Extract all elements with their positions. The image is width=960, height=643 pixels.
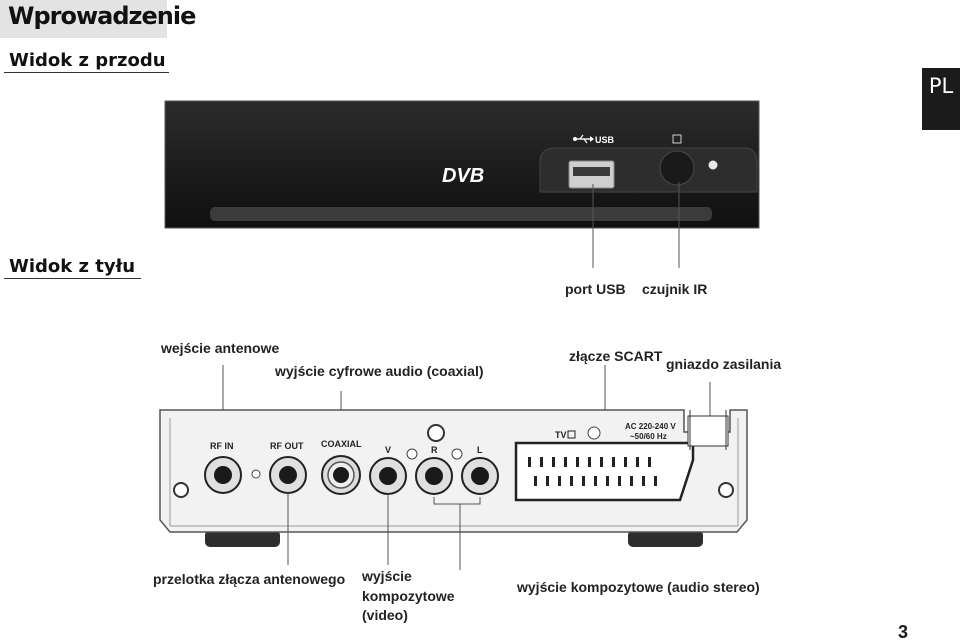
- scart-connector: [514, 441, 695, 502]
- composite-video-label-line2: kompozytowe: [362, 588, 455, 604]
- page-number: 3: [898, 622, 909, 642]
- right-foot: [628, 530, 703, 547]
- scart-pins-bottom: [534, 476, 657, 486]
- rear-panel: [159, 409, 748, 533]
- antenna-input-label: wejście antenowe: [161, 340, 280, 356]
- front-view-diagram: DVB USB: [164, 100, 760, 268]
- dvb-logo: DVB: [442, 165, 484, 187]
- front-bottom-strip: [210, 207, 712, 221]
- l-text: L: [477, 445, 483, 455]
- front-view-heading: Widok z przodu: [9, 50, 166, 71]
- indicator-hole-scart: [587, 426, 601, 440]
- ir-sensor-label: czujnik IR: [642, 281, 708, 297]
- usb-port-label: port USB: [565, 281, 626, 297]
- power-rating-line1: AC 220-240 V: [625, 422, 676, 431]
- left-screw-hole: [173, 482, 189, 498]
- digital-audio-label: wyjście cyfrowe audio (coaxial): [275, 363, 484, 379]
- audio-bracket: [433, 497, 481, 505]
- tv-box-symbol: [567, 430, 576, 439]
- ir-sensor-window: [659, 150, 695, 186]
- scart-label: złącze SCART: [569, 348, 663, 364]
- front-view-underline: [4, 72, 169, 73]
- rf-in-text: RF IN: [210, 441, 234, 451]
- title-background: [0, 0, 167, 38]
- antenna-passthrough-label: przelotka złącza antenowego: [153, 571, 346, 587]
- v-text: V: [385, 445, 391, 455]
- rf-out-text: RF OUT: [270, 441, 304, 451]
- power-rating-line2: ~50/60 Hz: [630, 432, 667, 441]
- indicator-hole-v: [406, 448, 418, 460]
- tv-text: TV: [555, 430, 567, 440]
- indicator-hole-r: [451, 448, 463, 460]
- power-led: [708, 160, 718, 170]
- rear-view-diagram: RF IN RF OUT COAXIAL V R L TV AC 220-240…: [159, 365, 748, 570]
- composite-video-label-line1: wyjście: [362, 568, 412, 584]
- power-cable: [689, 410, 727, 450]
- usb-port-slot: [573, 167, 610, 176]
- video-rca-connector: [369, 457, 407, 495]
- usb-icon: [573, 134, 594, 144]
- r-text: R: [431, 445, 438, 455]
- left-foot: [205, 530, 280, 547]
- scart-pins-top: [528, 457, 651, 467]
- coaxial-text: COAXIAL: [321, 439, 362, 449]
- coaxial-connector: [321, 455, 361, 495]
- rear-view-underline: [4, 278, 141, 279]
- top-screw-hole: [427, 424, 445, 442]
- ir-indicator-square: [672, 134, 682, 144]
- rf-out-connector: [269, 456, 307, 494]
- power-socket-label: gniazdo zasilania: [666, 356, 782, 372]
- usb-marking: USB: [595, 135, 615, 145]
- page-title: Wprowadzenie: [8, 2, 196, 30]
- indicator-hole-rf: [251, 469, 261, 479]
- right-screw-hole: [718, 482, 734, 498]
- audio-r-rca-connector: [415, 457, 453, 495]
- audio-l-rca-connector: [461, 457, 499, 495]
- composite-audio-label: wyjście kompozytowe (audio stereo): [517, 579, 760, 595]
- composite-video-label-line3: (video): [362, 607, 408, 623]
- rf-in-connector: [204, 456, 242, 494]
- language-tab: PL: [922, 68, 960, 130]
- power-cable-socket: [687, 415, 729, 447]
- rear-view-heading: Widok z tyłu: [9, 256, 136, 277]
